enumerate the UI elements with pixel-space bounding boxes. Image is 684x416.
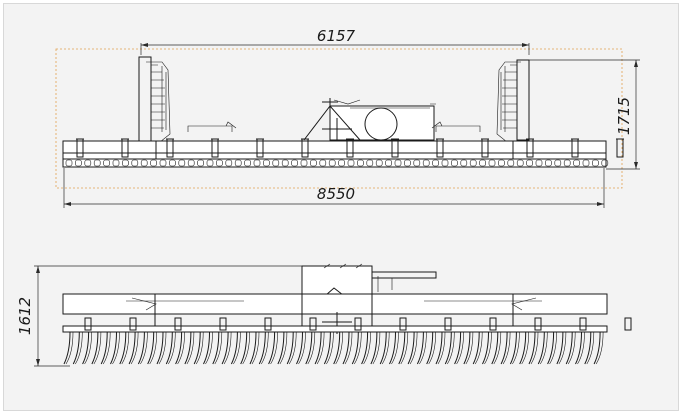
side-frame [62, 293, 608, 334]
dimension-1715: 1715 [529, 59, 640, 170]
dimension-label-6157: 6157 [317, 27, 356, 45]
dimension-label-1612: 1612 [16, 297, 34, 335]
right-bracket [431, 121, 481, 132]
right-wing-frame [496, 59, 530, 151]
bounding-guide [55, 48, 623, 189]
left-wing-frame [138, 56, 171, 151]
central-hitch [303, 98, 436, 142]
top-view: 6157 8550 1715 [55, 27, 640, 208]
dimension-6157: 6157 [140, 27, 530, 55]
main-beam [62, 140, 607, 168]
left-bracket [187, 121, 237, 132]
side-tines [63, 317, 632, 365]
top-tine-holders [65, 138, 624, 167]
dimension-label-8550: 8550 [317, 185, 355, 203]
dimension-8550: 8550 [63, 168, 605, 208]
side-view: 1612 [16, 263, 632, 367]
dimension-label-1715: 1715 [615, 97, 633, 135]
dimension-1612: 1612 [16, 265, 302, 367]
